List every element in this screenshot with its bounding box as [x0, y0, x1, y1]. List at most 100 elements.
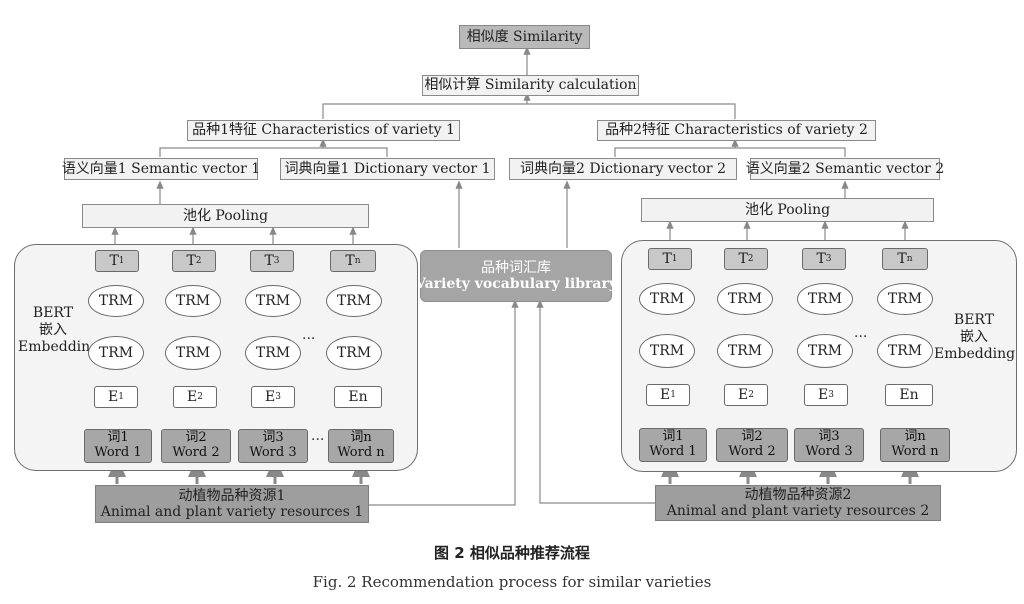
trm-node: TRM [877, 283, 933, 315]
trm-node: TRM [245, 285, 301, 317]
trm-label: TRM [98, 293, 134, 309]
e-label: E [187, 389, 198, 405]
word-en: Word 2 [172, 445, 220, 460]
dictionary-vector-2-node: 词典向量2 Dictionary vector 2 [509, 158, 737, 180]
word-en: Word n [337, 445, 385, 460]
trm-node: TRM [639, 334, 695, 368]
word-cn: 词3 [262, 430, 284, 446]
bert-embedding-label-1: BERT 嵌入 Embedding [18, 305, 100, 355]
t-label: T [186, 253, 196, 269]
resources-1-en: Animal and plant variety resources 1 [100, 504, 364, 520]
e-sub: 2 [197, 392, 203, 402]
figure-caption-cn: 图 2 相似品种推荐流程 [434, 544, 590, 562]
t-label: T [662, 251, 672, 267]
trm-node: TRM [326, 285, 382, 317]
e-label: En [348, 389, 368, 405]
e-sub: 3 [275, 392, 281, 402]
trm-label: TRM [98, 345, 134, 361]
t-sub: 3 [825, 254, 832, 264]
word-en: Word 1 [649, 444, 697, 459]
feature-1-label: 品种1特征 Characteristics of variety 1 [192, 122, 455, 139]
trm-label: TRM [887, 343, 923, 359]
word-cn: 词n [904, 429, 926, 445]
semantic-vector-2-node: 语义向量2 Semantic vector 2 [746, 158, 944, 180]
similarity-label: 相似度 Similarity [466, 28, 583, 45]
e-label: E [108, 389, 119, 405]
trm-label: TRM [255, 345, 291, 361]
trm-label: TRM [649, 291, 685, 307]
word-en: Word 3 [805, 444, 853, 459]
bert-label-line3: Embedding [18, 338, 100, 355]
word-cn: 词2 [185, 430, 207, 446]
word-en: Word n [891, 444, 939, 459]
trm-label: TRM [887, 291, 923, 307]
token-en-left: En [334, 386, 382, 408]
t-sub: 1 [118, 256, 125, 266]
pooling-2-label: 池化 Pooling [744, 201, 831, 218]
variety-1-characteristics-node: 品种1特征 Characteristics of variety 1 [187, 120, 460, 141]
trm-node: TRM [165, 285, 221, 317]
trm-node: TRM [717, 283, 773, 315]
e-label: En [899, 387, 919, 403]
t-sub: n [354, 256, 361, 266]
ellipsis: ··· [311, 432, 325, 448]
library-cn-label: 品种词汇库 [481, 259, 551, 276]
resources-2-en: Animal and plant variety resources 2 [666, 503, 930, 519]
t-label: T [816, 251, 826, 267]
feature-2-label: 品种2特征 Characteristics of variety 2 [605, 122, 868, 139]
word-cn: 词3 [818, 429, 840, 445]
ellipsis: ··· [854, 329, 868, 345]
similarity-node: 相似度 Similarity [459, 25, 590, 49]
trm-label: TRM [175, 293, 211, 309]
semantic-vector-2-label: 语义向量2 Semantic vector 2 [745, 160, 945, 177]
dictionary-vector-1-label: 词典向量1 Dictionary vector 1 [284, 160, 491, 177]
trm-label: TRM [727, 343, 763, 359]
trm-node: TRM [326, 336, 382, 370]
trm-label: TRM [649, 343, 685, 359]
trm-node: TRM [88, 336, 144, 370]
bert-label-line2: 嵌入 [960, 328, 988, 345]
variety-vocabulary-library-node: 品种词汇库 Variety vocabulary library [415, 250, 617, 302]
word-en: Word 1 [94, 445, 142, 460]
library-en-label: Variety vocabulary library [415, 276, 617, 292]
e-sub: 1 [670, 390, 676, 400]
word-cn: 词2 [741, 429, 763, 445]
dictionary-vector-2-label: 词典向量2 Dictionary vector 2 [520, 160, 726, 177]
resources-1-cn: 动植物品种资源1 [178, 487, 286, 504]
trm-label: TRM [336, 345, 372, 361]
t-label: T [345, 253, 355, 269]
e-sub: 1 [118, 392, 124, 402]
trm-label: TRM [727, 291, 763, 307]
bert-label-line1: BERT [953, 312, 995, 328]
t-label: T [738, 251, 748, 267]
trm-node: TRM [797, 334, 853, 368]
semantic-vector-1-node: 语义向量1 Semantic vector 1 [62, 158, 260, 180]
similarity-calculation-label: 相似计算 Similarity calculation [424, 77, 637, 94]
t-sub: 3 [273, 256, 280, 266]
e-label: E [265, 389, 276, 405]
word-cn: 词1 [107, 430, 129, 446]
bert-label-line2: 嵌入 [39, 321, 67, 338]
e-label: E [738, 387, 749, 403]
t-sub: n [906, 254, 913, 264]
word-en: Word 3 [249, 445, 297, 460]
